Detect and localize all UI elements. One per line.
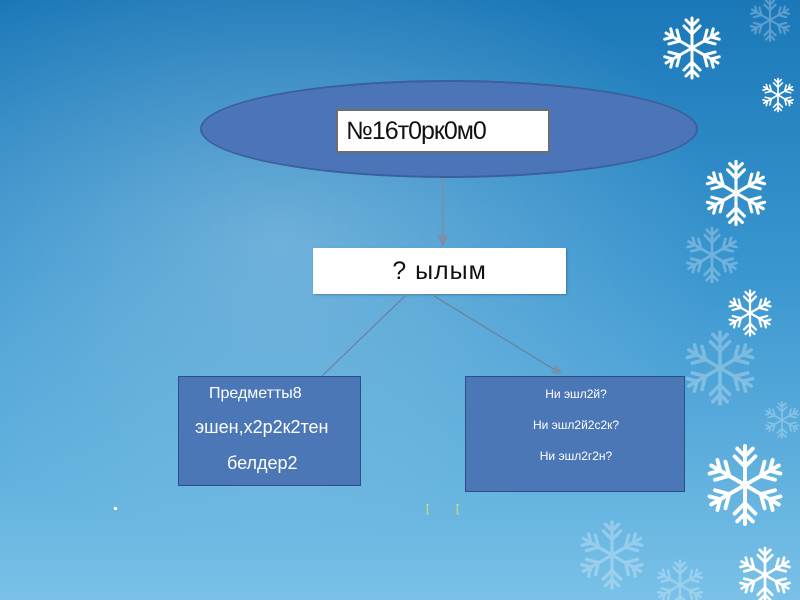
snowflake-icon — [656, 561, 704, 600]
snowflake-icon — [728, 291, 773, 336]
title-box: №16т0рк0м0 — [336, 109, 550, 153]
snowflake-icon — [706, 446, 784, 524]
connector-line — [322, 296, 405, 376]
snowflake-icon — [684, 332, 756, 404]
small-dot — [114, 507, 117, 510]
snowflake-icon — [662, 18, 722, 78]
right-box: Ни эшл2й? Ни эшл2й2с2к? Ни эшл2г2н? — [465, 376, 685, 492]
right-box-line-2: Ни эшл2й2с2к? — [466, 418, 686, 432]
bracket-mark: [ — [426, 503, 429, 515]
snowflake-icon — [579, 522, 645, 588]
connector-arrow — [434, 296, 560, 373]
left-box-line-1: Предметты8 — [209, 385, 302, 403]
snowflake-icon — [705, 162, 768, 225]
right-box-line-1: Ни эшл2й? — [466, 387, 686, 401]
snowflake-icon — [738, 548, 792, 600]
snowflake-icon — [749, 0, 791, 41]
snowflake-icon — [685, 228, 739, 282]
center-box: ? ылым — [313, 248, 566, 294]
snowflake-icon — [762, 79, 795, 112]
left-box-line-2: эшен,х2р2к2тен — [195, 417, 329, 438]
bracket-mark: [ — [456, 503, 459, 515]
left-box: Предметты8 эшен,х2р2к2тен белдер2 — [178, 376, 361, 486]
right-box-line-3: Ни эшл2г2н? — [466, 449, 686, 463]
left-box-line-3: белдер2 — [227, 453, 298, 474]
snowflake-icon — [764, 402, 800, 438]
